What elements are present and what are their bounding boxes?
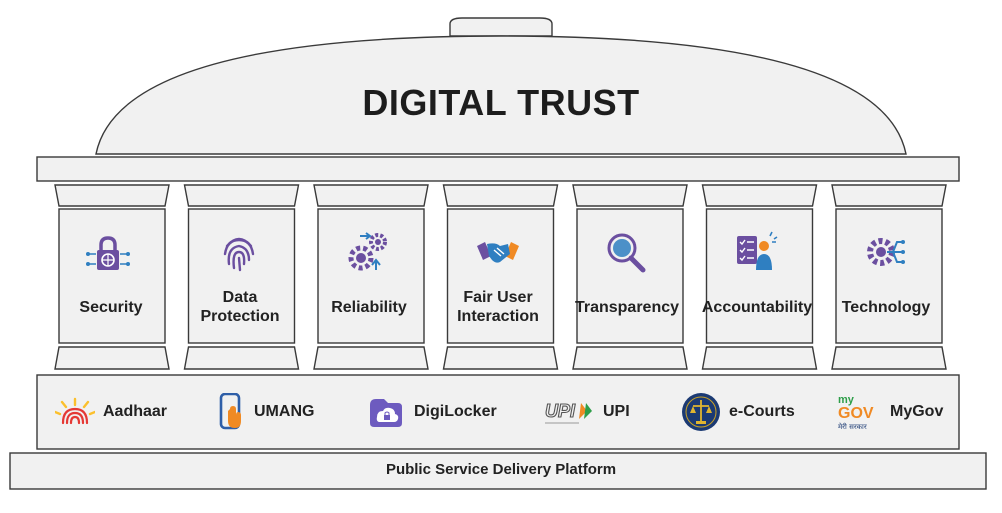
mygov-logo-my: my <box>838 394 855 406</box>
platform-name-ecourts: e-Courts <box>729 403 795 420</box>
mygov-logo-gov: GOV <box>838 405 874 422</box>
pillar-label-data-protection: Data Protection <box>200 289 280 325</box>
pillar-label-accountability: Accountability <box>701 298 813 316</box>
security-lock-icon <box>86 236 130 270</box>
platform-name-digilocker: DigiLocker <box>414 403 497 420</box>
column-capital-3 <box>313 184 429 207</box>
pillar-label-transparency: Transparency <box>574 298 680 316</box>
checklist-person-icon <box>737 231 778 270</box>
handshake-icon <box>477 242 519 263</box>
pillar-label-technology: Technology <box>841 298 931 316</box>
column-base-3 <box>313 346 429 370</box>
column-shaft-3 <box>317 208 425 344</box>
tech-gear-icon <box>867 238 905 266</box>
base-label: Public Service Delivery Platform <box>385 461 617 478</box>
column-shaft-2 <box>187 208 296 344</box>
column-shaft-6 <box>705 208 814 344</box>
platform-aadhaar: Aadhaar <box>55 392 167 432</box>
column-base-4 <box>442 346 559 370</box>
platform-upi: UPI UPI <box>543 392 630 432</box>
mygov-logo-sub: मेरी सरकार <box>838 422 867 431</box>
platform-ecourts: e-Courts <box>681 392 795 432</box>
column-shaft-5 <box>576 208 684 344</box>
pillar-label-security: Security <box>79 298 143 316</box>
platform-name-umang: UMANG <box>254 403 315 420</box>
dome <box>95 35 907 155</box>
column-capital-1 <box>54 184 170 207</box>
base-band <box>9 452 987 490</box>
platform-name-aadhaar: Aadhaar <box>103 403 168 420</box>
column-capital-7 <box>831 184 947 207</box>
upi-logo-icon: UPI <box>543 392 595 432</box>
magnifier-icon <box>607 233 646 273</box>
pillar-label-reliability: Reliability <box>331 298 407 316</box>
column-shaft-1 <box>58 208 166 344</box>
platform-name-upi: UPI <box>603 403 630 420</box>
column-capital-6 <box>701 184 818 207</box>
platform-mygov: my GOV मेरी सरकार MyGov <box>836 392 943 432</box>
digilocker-logo-icon <box>366 392 406 432</box>
mygov-logo-icon: my GOV मेरी सरकार <box>836 392 882 432</box>
upi-logo-text: UPI <box>545 401 576 421</box>
ecourts-logo-icon <box>681 392 721 432</box>
column-capital-2 <box>183 184 300 207</box>
column-base-6 <box>701 346 818 370</box>
column-shaft-7 <box>835 208 943 344</box>
aadhaar-logo-icon <box>55 392 95 432</box>
column-base-2 <box>183 346 300 370</box>
umang-logo-icon <box>216 392 246 432</box>
column-shaft-4 <box>446 208 555 344</box>
column-base-5 <box>572 346 688 370</box>
column-capital-4 <box>442 184 559 207</box>
column-base-1 <box>54 346 170 370</box>
dome-knob <box>449 17 553 37</box>
gears-icon <box>348 232 387 271</box>
platform-umang: UMANG <box>216 392 314 432</box>
pillar-label-fair-user-interaction: Fair User Interaction <box>457 289 539 325</box>
platform-digilocker: DigiLocker <box>366 392 497 432</box>
fingerprint-icon <box>223 237 255 272</box>
column-capital-5 <box>572 184 688 207</box>
entablature <box>36 156 960 182</box>
diagram-title: DIGITAL TRUST <box>362 82 640 123</box>
column-base-7 <box>831 346 947 370</box>
platform-name-mygov: MyGov <box>890 403 944 420</box>
platform-band <box>36 374 960 450</box>
